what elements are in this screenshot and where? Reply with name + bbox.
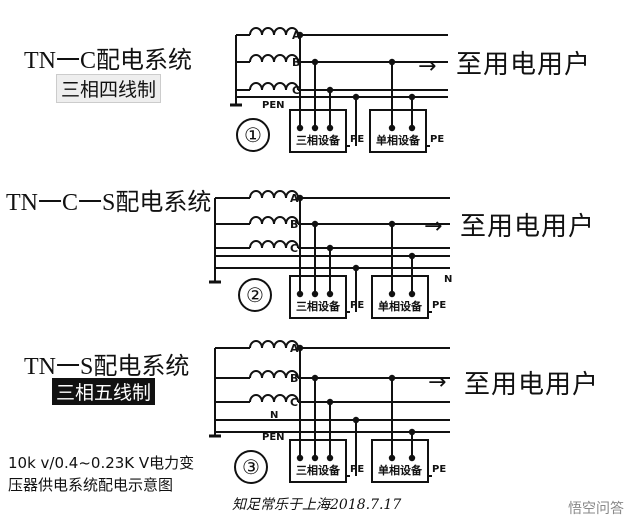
system-1-tap-junction-3 — [326, 86, 334, 94]
system-3-single-terminal-dot-1 — [388, 454, 396, 462]
system-1-single-terminal-dot-1 — [388, 124, 396, 132]
system-2-transformer-coil-3 — [249, 240, 299, 249]
system-3-single-phase-device-box — [371, 439, 429, 483]
system-2-single-phase-device-box — [371, 275, 429, 319]
system-3-terminal-dot-1 — [296, 454, 304, 462]
system-2-three-phase-device-label: 三相设备 — [296, 299, 341, 313]
system-3-phase-label-a: A — [290, 342, 299, 355]
system-2-phase-label-c: C — [290, 242, 298, 255]
system-3-single-phase-device-label: 单相设备 — [378, 463, 423, 477]
system-2-single-tap-junction-1 — [388, 220, 396, 228]
system-1-destination: 至用电用户 — [456, 50, 592, 80]
system-2-title: TN一C一S配电系统 — [6, 190, 212, 216]
system-1-tap-junction-1 — [296, 31, 304, 39]
system-3-arrow: → — [428, 370, 447, 395]
system-2-neutral-label: N — [444, 274, 452, 285]
system-1-single-phase-device-label: 单相设备 — [376, 133, 421, 147]
system-1-neutral-label: PEN — [262, 100, 285, 111]
system-2-tap-junction-3 — [326, 244, 334, 252]
system-3-pen-label: PEN — [262, 432, 285, 443]
system-1-phase-label-c: C — [292, 84, 300, 97]
system-2-tap-junction-2 — [311, 220, 319, 228]
note-line-1: 10k v/0.4~0.23K V电力变 — [8, 454, 195, 472]
system-2-terminal-dot-3 — [326, 290, 334, 298]
system-3-title: TN一S配电系统 — [24, 354, 190, 380]
system-3-single-terminal-dot-2 — [408, 454, 416, 462]
system-2-phase-label-b: B — [290, 218, 298, 231]
system-3-transformer-coil-3 — [249, 394, 299, 403]
system-1-number: ① — [236, 118, 270, 152]
system-1-terminal-dot-2 — [311, 124, 319, 132]
system-3-phase-label-c: C — [290, 396, 298, 409]
system-1-three-phase-device-label: 三相设备 — [296, 133, 341, 147]
system-1-pe-drop-junction — [352, 93, 360, 101]
system-3-single-tap-junction-1 — [388, 374, 396, 382]
system-3-tap-junction-2 — [311, 374, 319, 382]
system-2-pe-drop-junction — [352, 264, 360, 272]
system-3-single-tap-junction-2 — [408, 428, 416, 436]
note-line-2: 压器供电系统配电示意图 — [8, 476, 174, 494]
system-2-single-tap-junction-2 — [408, 252, 416, 260]
system-2-three-phase-device-box — [289, 275, 347, 319]
system-2-pe-label-1: PE — [350, 300, 364, 311]
system-1-transformer-coil-3 — [249, 82, 299, 91]
system-2-terminal-dot-2 — [311, 290, 319, 298]
system-1-phase-label-a: A — [292, 29, 301, 42]
system-1-tap-junction-2 — [311, 58, 319, 66]
author-signature: 知足常乐于上海2018.7.17 — [232, 497, 402, 513]
system-2-arrow: → — [424, 214, 443, 239]
system-3-tap-junction-3 — [326, 398, 334, 406]
system-1-three-phase-device-box — [289, 109, 347, 153]
system-1-terminal-dot-3 — [326, 124, 334, 132]
system-2-tap-junction-1 — [296, 194, 304, 202]
system-2-terminal-dot-1 — [296, 290, 304, 298]
system-2-transformer-coil-2 — [249, 216, 299, 225]
system-2-single-terminal-dot-1 — [388, 290, 396, 298]
system-1-arrow: → — [418, 54, 437, 79]
system-1-pe-label-1: PE — [350, 134, 364, 145]
system-2-pe-label-2: PE — [432, 300, 446, 311]
watermark: 悟空问答 — [568, 501, 624, 517]
system-1-title: TN一C配电系统 — [24, 48, 192, 74]
system-3-transformer-coil-2 — [249, 370, 299, 379]
system-2-single-phase-device-label: 单相设备 — [378, 299, 423, 313]
system-3-three-phase-device-box — [289, 439, 347, 483]
system-1-subtitle: 三相四线制 — [56, 74, 162, 103]
system-3-destination: 至用电用户 — [464, 370, 600, 400]
system-3-number: ③ — [234, 450, 268, 484]
system-2-phase-label-a: A — [290, 192, 299, 205]
system-1-single-tap-junction-1 — [388, 58, 396, 66]
system-3-pe-drop-junction — [352, 416, 360, 424]
system-3-terminal-dot-3 — [326, 454, 334, 462]
system-2-transformer-coil-1 — [249, 190, 299, 199]
system-3-neutral-label: N — [270, 410, 278, 421]
system-3-terminal-dot-2 — [311, 454, 319, 462]
system-2-single-terminal-dot-2 — [408, 290, 416, 298]
system-3-phase-label-b: B — [290, 372, 298, 385]
system-1-phase-label-b: B — [292, 56, 300, 69]
system-1-terminal-dot-1 — [296, 124, 304, 132]
system-3-subtitle: 三相五线制 — [52, 378, 156, 405]
system-3-pe-label-2: PE — [432, 464, 446, 475]
system-1-transformer-coil-1 — [249, 27, 299, 36]
system-1-single-terminal-dot-2 — [408, 124, 416, 132]
system-3-transformer-coil-1 — [249, 340, 299, 349]
system-3-three-phase-device-label: 三相设备 — [296, 463, 341, 477]
system-1-single-phase-device-box — [369, 109, 427, 153]
system-2-number: ② — [238, 278, 272, 312]
system-3-tap-junction-1 — [296, 344, 304, 352]
system-1-single-tap-junction-2 — [408, 93, 416, 101]
system-1-pe-label-2: PE — [430, 134, 444, 145]
system-3-pe-label-1: PE — [350, 464, 364, 475]
system-2-destination: 至用电用户 — [460, 212, 596, 242]
system-1-transformer-coil-2 — [249, 54, 299, 63]
